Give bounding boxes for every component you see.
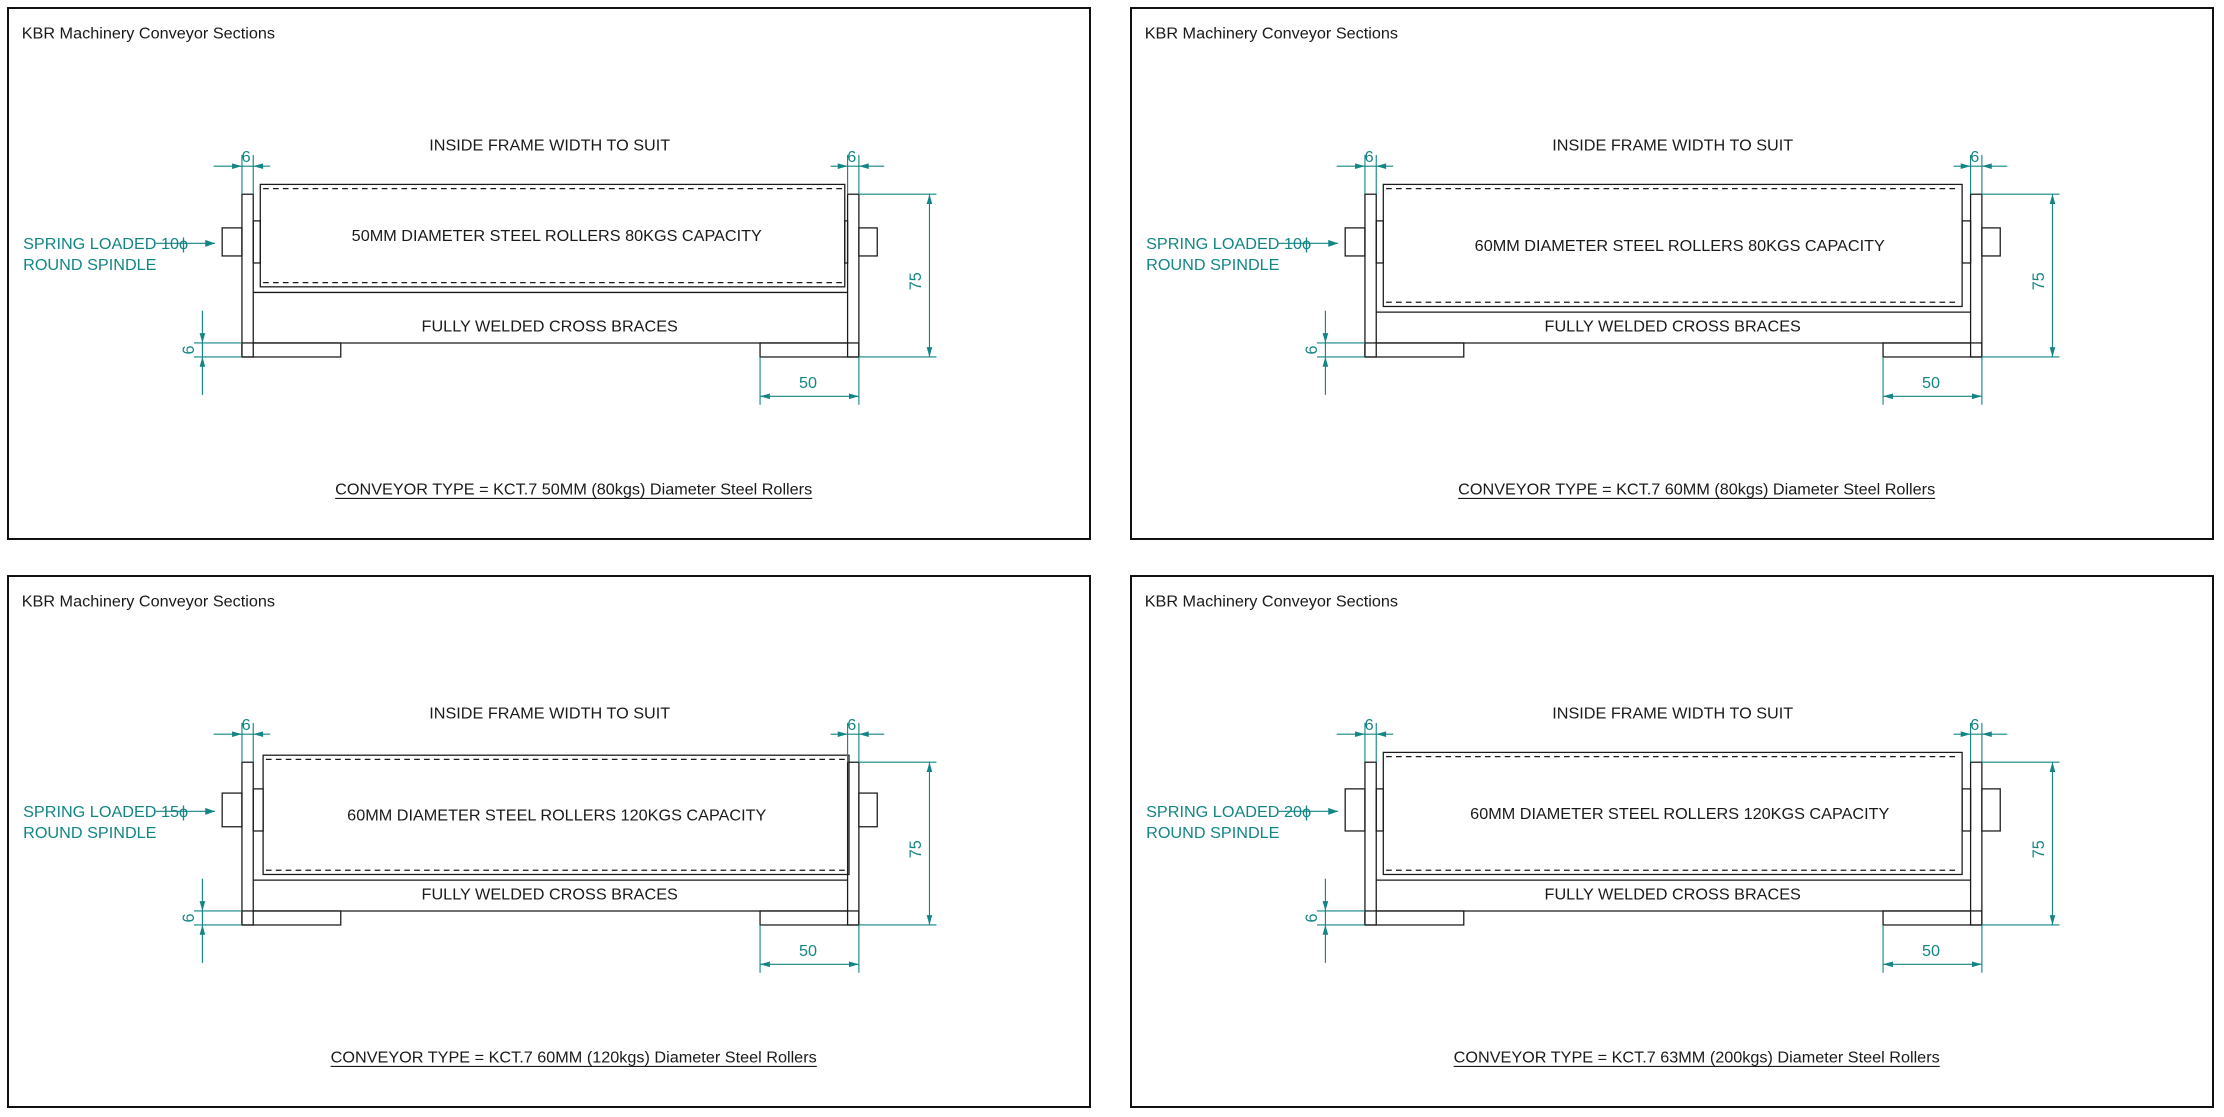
frame-outline [1364,193,1983,358]
spindle-callout: SPRING LOADED 10ϕ ROUND SPINDLE [1146,235,1339,274]
spindle-callout: SPRING LOADED 15ϕ ROUND SPINDLE [23,803,216,842]
conveyor-section-drawing: KBR Machinery Conveyor Sections INSIDE F… [22,593,937,1068]
dimension-height: 75 [1981,761,2060,926]
dimension-plate-right: 6 [1953,716,2008,763]
inside-frame-label: INSIDE FRAME WIDTH TO SUIT [429,137,670,155]
dimension-value: 6 [180,345,198,354]
drawing-sheet-1: KBR Machinery Conveyor Sections INSIDE F… [7,7,1091,540]
spindle-label-line-1: SPRING LOADED 10ϕ [1146,235,1311,253]
dimension-base: 6 [180,878,242,963]
dimension-height: 75 [858,193,937,358]
dimension-value: 6 [180,913,198,922]
dimension-plate-left: 6 [213,716,271,763]
sheet-title: KBR Machinery Conveyor Sections [22,593,275,611]
frame-outline [1364,761,1983,926]
dimension-value: 6 [1365,148,1374,166]
spindle [221,227,878,257]
spindle [221,792,878,828]
roller-label: 60MM DIAMETER STEEL ROLLERS 120KGS CAPAC… [347,806,766,824]
spindle-label-line-1: SPRING LOADED 10ϕ [23,235,188,253]
conveyor-type-caption: CONVEYOR TYPE = KCT.7 63MM (200kgs) Diam… [1454,1049,1940,1067]
dimension-value: 75 [2030,272,2048,290]
dimension-value: 6 [1365,716,1374,734]
dimension-plate-left: 6 [1336,148,1394,195]
cross-brace-label: FULLY WELDED CROSS BRACES [1545,886,1802,904]
spindle [1344,227,2001,257]
spindle-callout: SPRING LOADED 10ϕ ROUND SPINDLE [23,235,216,274]
dimension-value: 6 [1970,148,1979,166]
spindle-label-line-2: ROUND SPINDLE [23,256,157,274]
cross-brace-label: FULLY WELDED CROSS BRACES [422,318,679,336]
cross-brace-label: FULLY WELDED CROSS BRACES [1545,318,1802,336]
spindle-label-line-2: ROUND SPINDLE [1146,256,1280,274]
spindle-label-line-1: SPRING LOADED 20ϕ [1146,803,1311,821]
spindle-label-line-2: ROUND SPINDLE [1146,824,1280,842]
conveyor-type-caption: CONVEYOR TYPE = KCT.7 50MM (80kgs) Diame… [335,481,812,499]
spindle [1344,788,2001,832]
dimension-foot: 50 [759,356,860,405]
roller [252,183,849,288]
dimension-base: 6 [1303,878,1365,963]
dimension-value: 50 [1922,374,1940,392]
conveyor-section-drawing: KBR Machinery Conveyor Sections INSIDE F… [1145,25,2060,500]
dimension-foot: 50 [1882,924,1983,973]
dimension-base: 6 [1303,310,1365,395]
dimension-plate-left: 6 [1336,716,1394,763]
dimension-plate-right: 6 [830,716,885,763]
dimension-base: 6 [180,310,242,395]
dimension-value: 6 [242,148,251,166]
dimension-value: 6 [1303,913,1321,922]
drawing-sheet-2: KBR Machinery Conveyor Sections INSIDE F… [1130,7,2214,540]
conveyor-type-caption: CONVEYOR TYPE = KCT.7 60MM (80kgs) Diame… [1458,481,1935,499]
dimension-value: 6 [242,716,251,734]
frame-outline [241,193,860,358]
inside-frame-label: INSIDE FRAME WIDTH TO SUIT [1552,705,1793,723]
inside-frame-label: INSIDE FRAME WIDTH TO SUIT [1552,137,1793,155]
dimension-value: 50 [799,374,817,392]
drawing-sheet-3: KBR Machinery Conveyor Sections INSIDE F… [7,575,1091,1108]
sheet-title: KBR Machinery Conveyor Sections [22,25,275,43]
dimension-plate-left: 6 [213,148,271,195]
roller [1375,751,1972,876]
dimension-value: 50 [799,942,817,960]
dimension-height: 75 [1981,193,2060,358]
spindle-callout: SPRING LOADED 20ϕ ROUND SPINDLE [1146,803,1339,842]
dimension-value: 75 [2030,840,2048,858]
inside-frame-label: INSIDE FRAME WIDTH TO SUIT [429,705,670,723]
cross-brace-label: FULLY WELDED CROSS BRACES [422,886,679,904]
roller [252,754,850,876]
dimension-value: 50 [1922,942,1940,960]
dimension-value: 6 [1970,716,1979,734]
conveyor-section-drawing: KBR Machinery Conveyor Sections INSIDE F… [1145,593,2060,1068]
roller [1375,183,1972,308]
sheet-title: KBR Machinery Conveyor Sections [1145,25,1398,43]
frame-outline [241,761,860,926]
roller-label: 50MM DIAMETER STEEL ROLLERS 80KGS CAPACI… [352,227,762,245]
roller-label: 60MM DIAMETER STEEL ROLLERS 120KGS CAPAC… [1470,805,1889,823]
dimension-value: 6 [847,716,856,734]
dimension-value: 75 [907,272,925,290]
spindle-label-line-2: ROUND SPINDLE [23,824,157,842]
sheet-title: KBR Machinery Conveyor Sections [1145,593,1398,611]
dimension-value: 6 [847,148,856,166]
conveyor-type-caption: CONVEYOR TYPE = KCT.7 60MM (120kgs) Diam… [331,1049,817,1067]
dimension-foot: 50 [1882,356,1983,405]
dimension-foot: 50 [759,924,860,973]
dimension-value: 75 [907,840,925,858]
conveyor-section-drawing: KBR Machinery Conveyor Sections INSIDE F… [22,25,937,500]
spindle-label-line-1: SPRING LOADED 15ϕ [23,803,188,821]
dimension-plate-right: 6 [1953,148,2008,195]
dimension-height: 75 [858,761,937,926]
dimension-plate-right: 6 [830,148,885,195]
drawing-sheet-4: KBR Machinery Conveyor Sections INSIDE F… [1130,575,2214,1108]
roller-label: 60MM DIAMETER STEEL ROLLERS 80KGS CAPACI… [1475,237,1885,255]
dimension-value: 6 [1303,345,1321,354]
